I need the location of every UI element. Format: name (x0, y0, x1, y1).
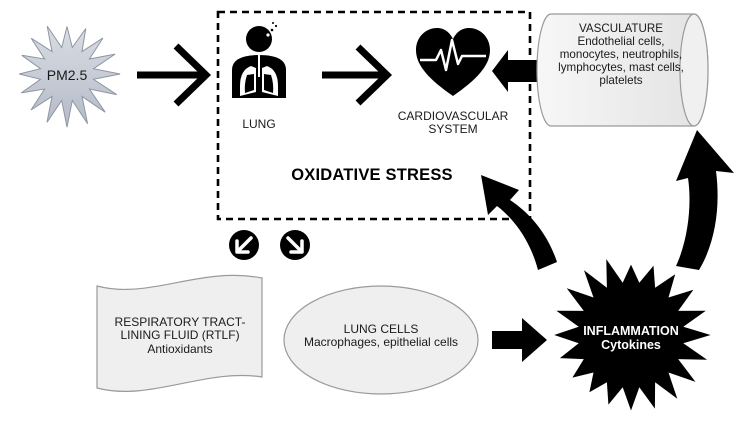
arrow-inflammation-to-vasculature (676, 130, 734, 270)
pm25-label: PM2.5 (46, 67, 88, 83)
lung-cells-text: LUNG CELLS Macrophages, epithelial cells (290, 322, 472, 350)
arrow-cells-to-inflammation (492, 318, 547, 362)
vasculature-line4: platelets (599, 73, 643, 87)
oxidative-stress-label: OXIDATIVE STRESS (291, 166, 453, 184)
lung-cells-ellipse (283, 285, 479, 395)
cardio-label-line2: SYSTEM (428, 122, 478, 137)
arrow-vasculature-to-cardio (492, 50, 538, 92)
cardio-label-line1: CARDIOVASCULAR (397, 109, 509, 123)
arrow-down-right-icon (280, 230, 310, 260)
arrow-lung-to-cardio (322, 44, 393, 106)
inflammation-text: INFLAMMATION Cytokines (571, 324, 691, 352)
arrow-pm25-to-lung (137, 43, 212, 107)
rtlf-line1: RESPIRATORY TRACT- (114, 315, 246, 329)
arrow-down-left-icon (229, 230, 259, 260)
pm25-star (19, 25, 121, 128)
rtlf-shape (96, 274, 263, 392)
vasculature-cylinder (536, 13, 709, 127)
rtlf-line2: LINING FLUID (RTLF) (120, 328, 240, 343)
rtlf-line3: Antioxidants (147, 341, 213, 356)
vasculature-line1: Endothelial cells, (577, 34, 665, 48)
lung-cells-title: LUNG CELLS (343, 322, 419, 336)
arrow-inflammation-to-oxidative (481, 175, 557, 270)
lung-cells-line1: Macrophages, epithelial cells (303, 335, 459, 350)
vasculature-text: VASCULATURE Endothelial cells, monocytes… (546, 22, 696, 87)
heart-icon (416, 28, 490, 96)
inflammation-line1: Cytokines (601, 338, 661, 352)
lung-icon (232, 22, 286, 98)
vasculature-title: VASCULATURE (579, 22, 663, 35)
vasculature-line3: lymphocytes, mast cells, (558, 60, 684, 74)
rtlf-text: RESPIRATORY TRACT- LINING FLUID (RTLF) A… (98, 315, 262, 356)
inflammation-star (554, 259, 711, 411)
vasculature-line2: monocytes, neutrophils, (559, 47, 683, 61)
oxidative-stress-box (216, 10, 532, 221)
inflammation-title: INFLAMMATION (583, 324, 679, 338)
cardio-label: CARDIOVASCULAR SYSTEM (380, 109, 526, 137)
lung-label: LUNG (242, 117, 276, 131)
